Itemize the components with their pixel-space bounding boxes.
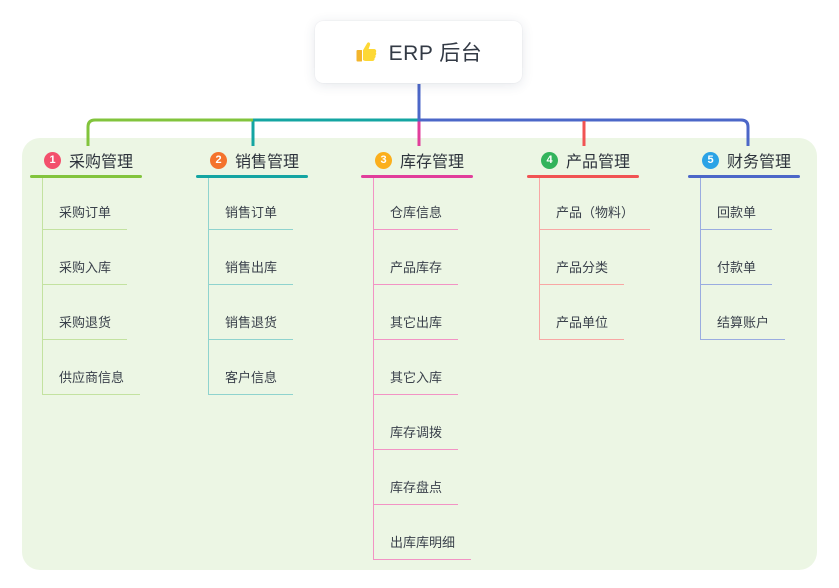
branch-children: 产品（物料） 产品分类 产品单位 xyxy=(539,178,651,340)
branch-number-badge: 3 xyxy=(375,151,392,169)
branch-underline xyxy=(688,175,800,178)
branch-title-label: 库存管理 xyxy=(400,154,465,171)
node-other-outbound[interactable]: 其它出库 xyxy=(374,285,459,340)
branch-underline xyxy=(196,175,308,178)
branch-title-label: 财务管理 xyxy=(727,154,792,171)
node-product-material[interactable]: 产品（物料） xyxy=(540,178,651,230)
branch-children: 销售订单 销售出库 销售退货 客户信息 xyxy=(208,178,308,395)
node-payment-form[interactable]: 付款单 xyxy=(701,230,773,285)
node-purchase-inbound[interactable]: 采购入库 xyxy=(43,230,128,285)
thumbs-up-icon xyxy=(355,40,379,64)
branch-product-management: 4 产品管理 产品（物料） 产品分类 产品单位 xyxy=(527,149,651,340)
branch-title-label: 产品管理 xyxy=(566,154,631,171)
branch-number-badge: 4 xyxy=(541,151,558,169)
branch-sales-management: 2 销售管理 销售订单 销售出库 销售退货 客户信息 xyxy=(196,149,308,395)
branch-title-finance[interactable]: 5 财务管理 xyxy=(702,149,800,171)
branch-title-purchase[interactable]: 1 采购管理 xyxy=(44,149,142,171)
branch-underline xyxy=(527,175,639,178)
root-node-erp-backend[interactable]: ERP 后台 xyxy=(315,21,522,83)
branch-underline xyxy=(361,175,473,178)
branch-purchase-management: 1 采购管理 采购订单 采购入库 采购退货 供应商信息 xyxy=(30,149,142,395)
branch-children: 采购订单 采购入库 采购退货 供应商信息 xyxy=(42,178,142,395)
branch-title-sales[interactable]: 2 销售管理 xyxy=(210,149,308,171)
node-product-unit[interactable]: 产品单位 xyxy=(540,285,625,340)
node-supplier-info[interactable]: 供应商信息 xyxy=(43,340,141,395)
branch-number-badge: 1 xyxy=(44,151,61,169)
branch-title-label: 销售管理 xyxy=(235,154,300,171)
node-warehouse-info[interactable]: 仓库信息 xyxy=(374,178,459,230)
node-product-category[interactable]: 产品分类 xyxy=(540,230,625,285)
branch-title-inventory[interactable]: 3 库存管理 xyxy=(375,149,473,171)
branch-underline xyxy=(30,175,142,178)
mindmap-panel xyxy=(22,138,817,570)
node-stock-transfer[interactable]: 库存调拨 xyxy=(374,395,459,450)
node-customer-info[interactable]: 客户信息 xyxy=(209,340,294,395)
branch-finance-management: 5 财务管理 回款单 付款单 结算账户 xyxy=(688,149,800,340)
node-product-stock[interactable]: 产品库存 xyxy=(374,230,459,285)
root-node-label: ERP 后台 xyxy=(388,42,483,65)
branch-number-badge: 5 xyxy=(702,151,719,169)
node-stock-taking[interactable]: 库存盘点 xyxy=(374,450,459,505)
node-sales-order[interactable]: 销售订单 xyxy=(209,178,294,230)
branch-inventory-management: 3 库存管理 仓库信息 产品库存 其它出库 其它入库 库存调拨 库存盘点 出库库… xyxy=(361,149,473,560)
node-sales-outbound[interactable]: 销售出库 xyxy=(209,230,294,285)
branch-number-badge: 2 xyxy=(210,151,227,169)
node-in-out-detail[interactable]: 出库库明细 xyxy=(374,505,472,560)
branch-title-product[interactable]: 4 产品管理 xyxy=(541,149,650,171)
branch-title-label: 采购管理 xyxy=(69,154,134,171)
node-purchase-order[interactable]: 采购订单 xyxy=(43,178,128,230)
node-other-inbound[interactable]: 其它入库 xyxy=(374,340,459,395)
node-receipt-form[interactable]: 回款单 xyxy=(701,178,773,230)
node-sales-return[interactable]: 销售退货 xyxy=(209,285,294,340)
node-settlement-account[interactable]: 结算账户 xyxy=(701,285,786,340)
branch-children: 回款单 付款单 结算账户 xyxy=(700,178,800,340)
node-purchase-return[interactable]: 采购退货 xyxy=(43,285,128,340)
branch-children: 仓库信息 产品库存 其它出库 其它入库 库存调拨 库存盘点 出库库明细 xyxy=(373,178,473,560)
